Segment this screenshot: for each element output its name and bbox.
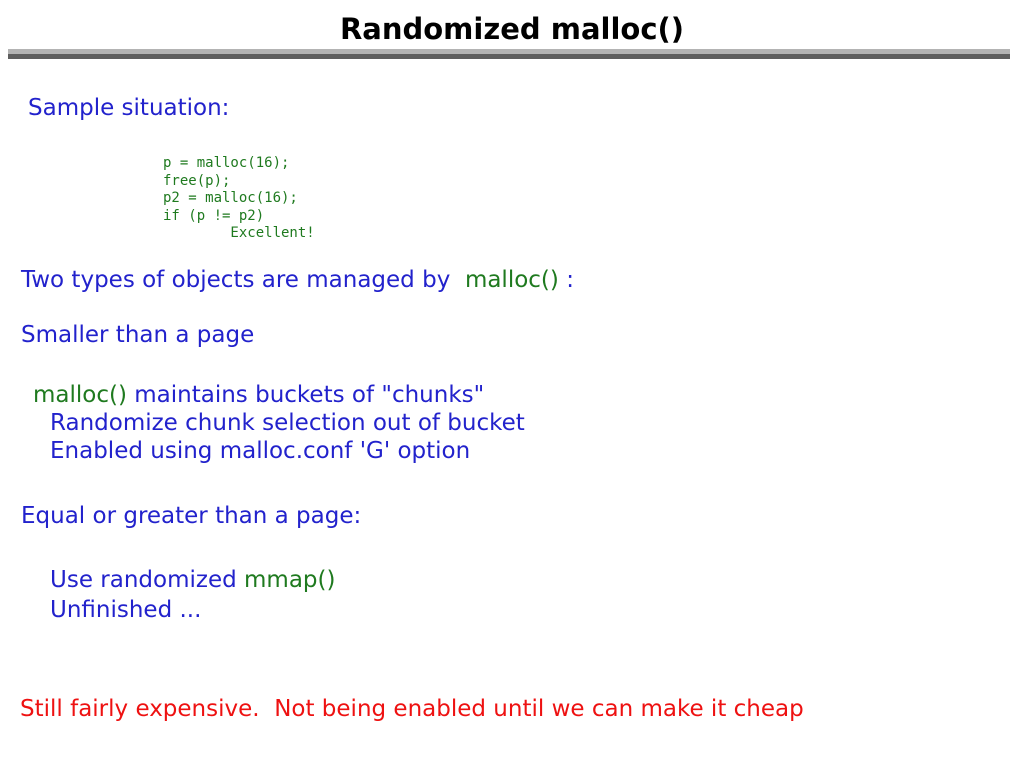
- title-rule-bottom: [8, 54, 1010, 59]
- buckets-text: maintains buckets of "chunks": [126, 382, 485, 408]
- smaller-than-page-heading: Smaller than a page: [21, 322, 255, 348]
- equal-or-greater-heading: Equal or greater than a page:: [21, 503, 362, 529]
- two-types-colon: :: [558, 267, 574, 293]
- title-rule-top: [8, 49, 1010, 54]
- malloc-function-name: malloc(): [464, 267, 559, 293]
- slide-title: Randomized malloc(): [339, 12, 685, 46]
- buckets-line: malloc() maintains buckets of "chunks": [33, 382, 484, 409]
- use-randomized-line: Use randomized mmap(): [50, 567, 335, 594]
- code-line-2: free(p);: [163, 172, 231, 189]
- unfinished-line: Unfinished ...: [50, 597, 202, 623]
- use-randomized-text: Use randomized: [50, 567, 245, 593]
- malloc-function-name: malloc(): [33, 382, 127, 408]
- code-line-4: if (p != p2): [163, 207, 265, 224]
- sample-situation-label: Sample situation:: [28, 95, 230, 121]
- mmap-function-name: mmap(): [244, 567, 336, 593]
- two-types-text: Two types of objects are managed by: [21, 267, 465, 293]
- code-line-1: p = malloc(16);: [163, 155, 290, 171]
- code-line-3: p2 = malloc(16);: [163, 190, 298, 206]
- footer-note: Still fairly expensive. Not being enable…: [20, 696, 804, 722]
- code-block: p = malloc(16);free(p);p2 = malloc(16);i…: [163, 155, 315, 243]
- enabled-option-line: Enabled using malloc.conf 'G' option: [50, 438, 471, 464]
- two-types-line: Two types of objects are managed by mall…: [21, 267, 574, 294]
- randomize-chunk-line: Randomize chunk selection out of bucket: [50, 410, 525, 436]
- code-line-5: Excellent!: [163, 225, 315, 241]
